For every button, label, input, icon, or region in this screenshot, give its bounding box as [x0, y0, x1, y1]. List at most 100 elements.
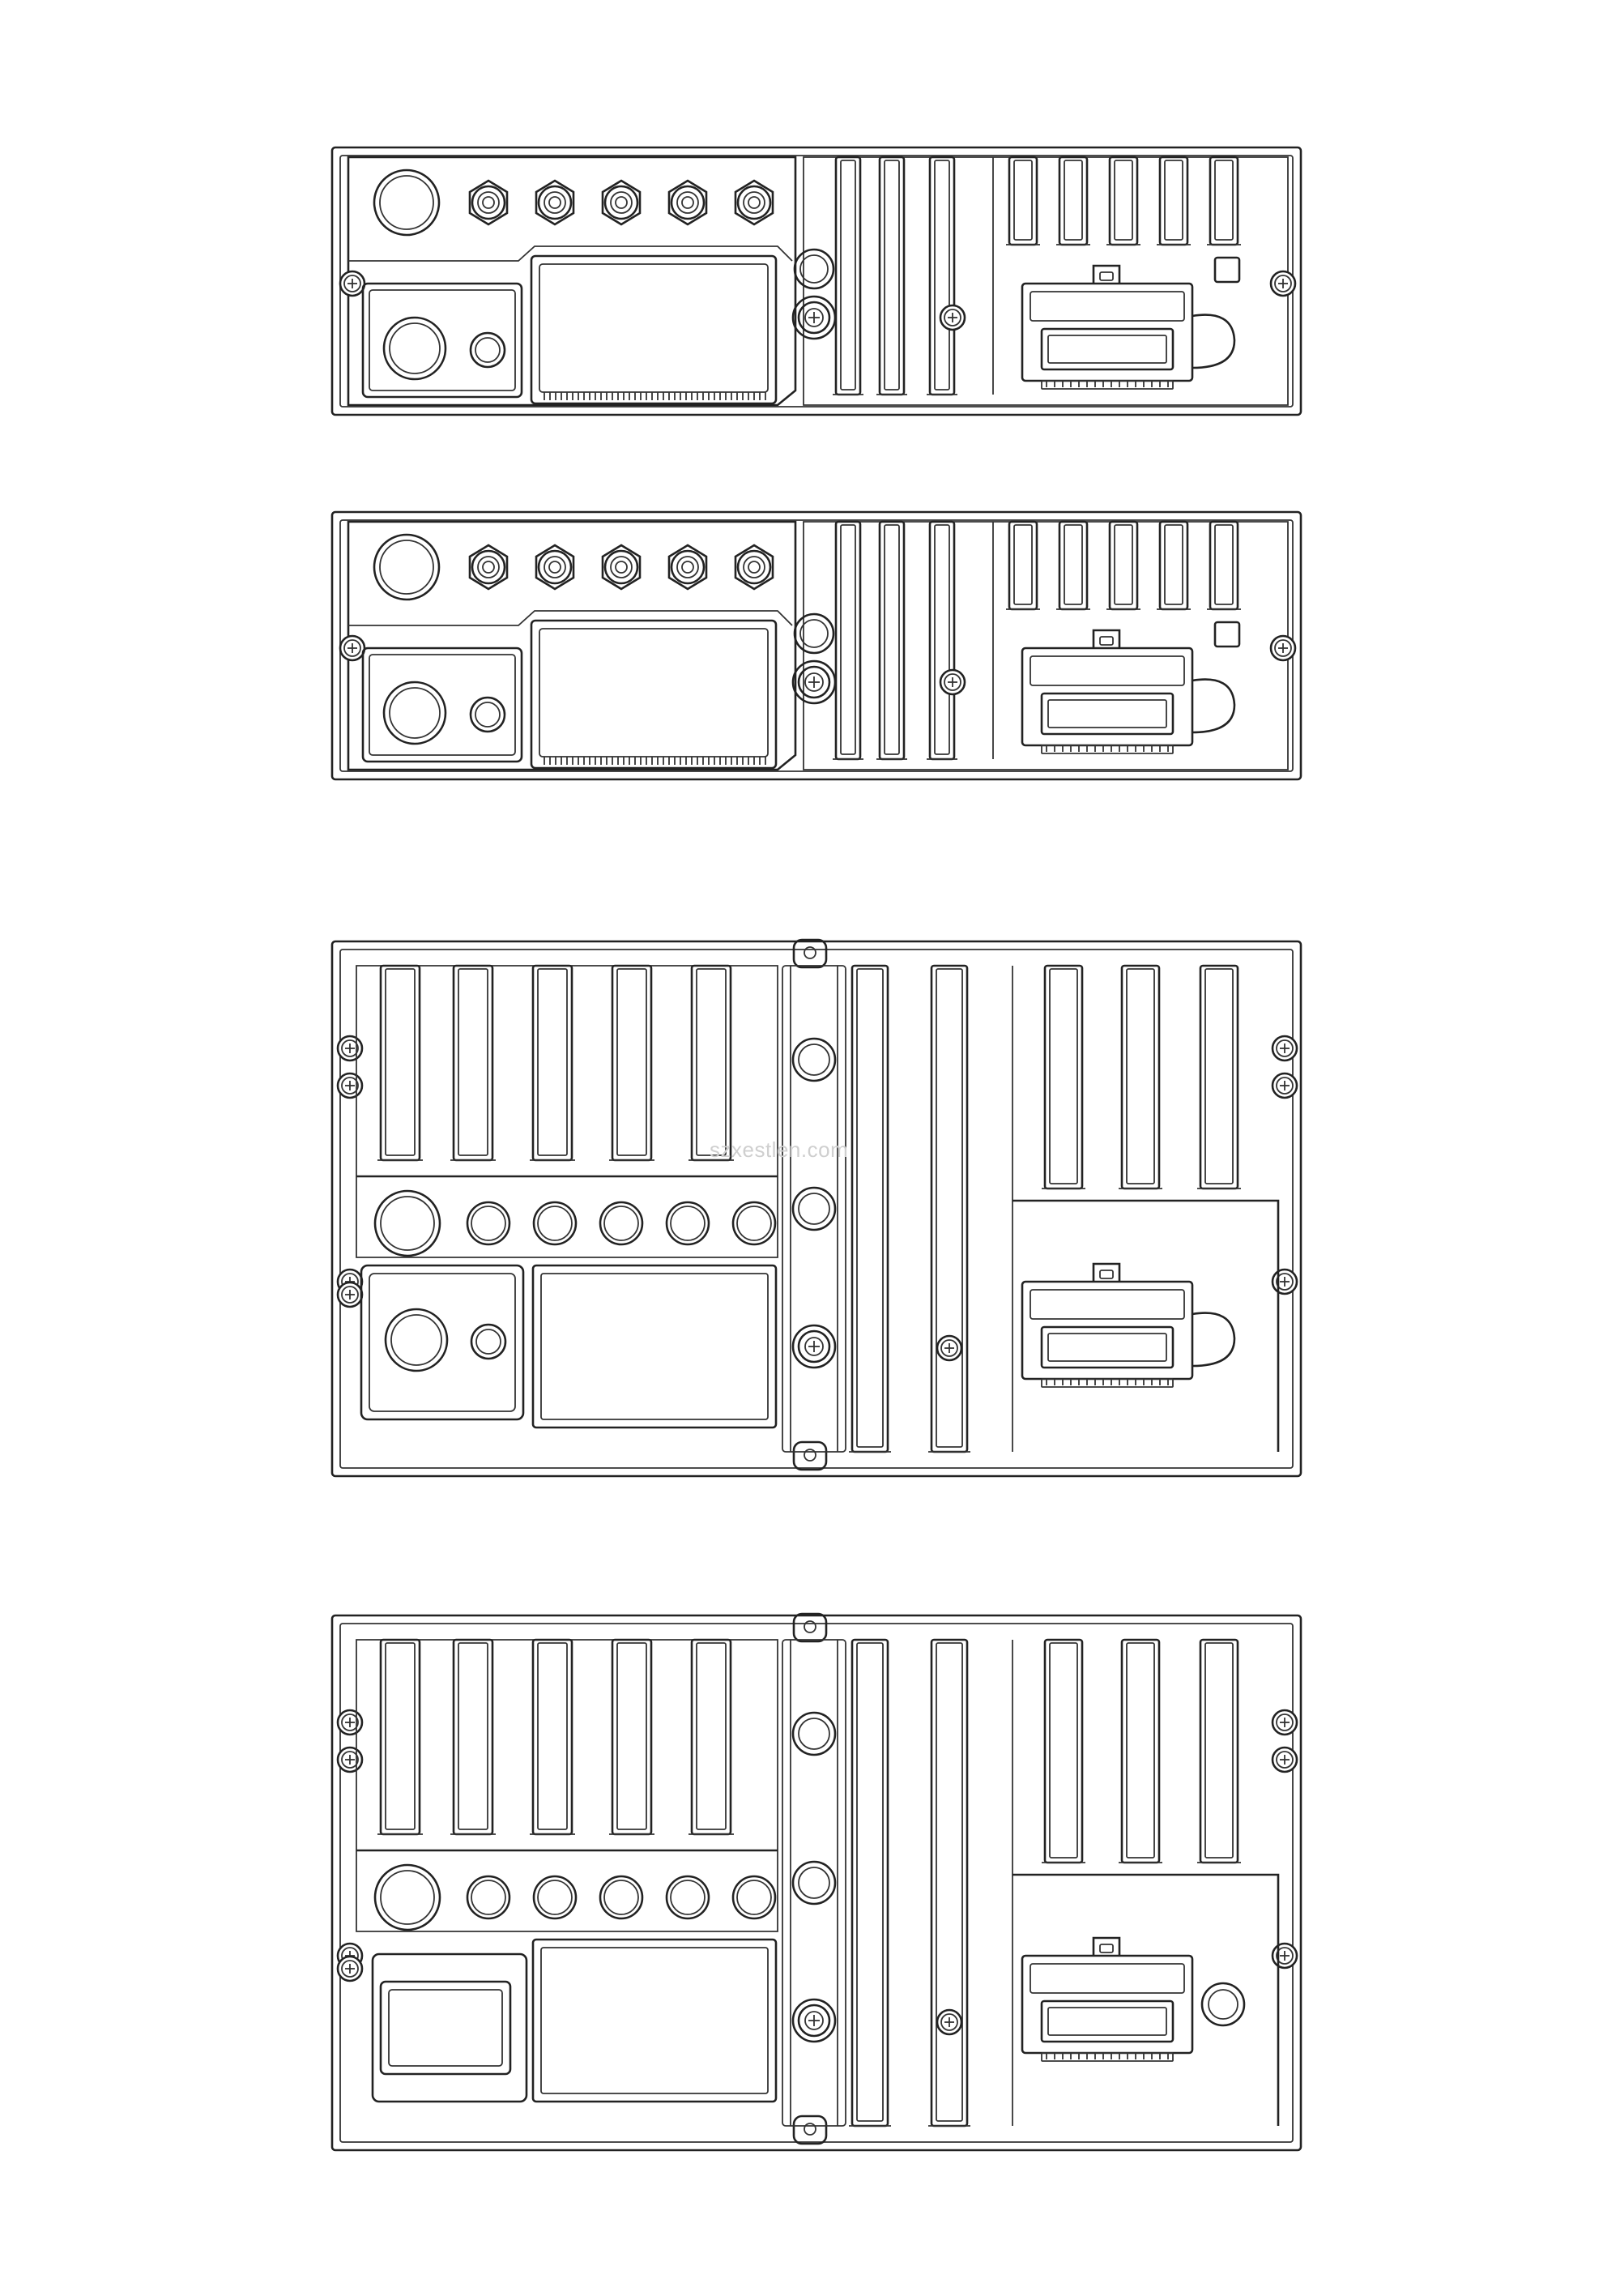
rca-port-2 — [532, 1875, 578, 1920]
chassis-inner-outline — [339, 949, 1294, 1469]
right-long-fin-1 — [849, 964, 891, 1453]
connector-latch-slot — [1099, 1944, 1114, 1953]
panel-step-line — [348, 610, 793, 626]
port-window-pins — [544, 392, 766, 400]
connector-base-pins — [1046, 745, 1169, 752]
connector-bay-outline — [1013, 1873, 1280, 2126]
blank-panel — [531, 1938, 778, 2103]
connector-base — [1041, 380, 1174, 390]
sub-panel — [361, 282, 523, 399]
right-short-fin-2 — [1119, 964, 1162, 1190]
antenna-jack-outer — [373, 1863, 441, 1931]
usb-port-inner — [388, 1989, 503, 2067]
connector-latch — [1092, 264, 1121, 284]
wiring-harness-connector — [1021, 264, 1236, 390]
rca-port-5 — [731, 1201, 777, 1246]
right-short-fin-3 — [1197, 1638, 1241, 1864]
rca-jack-3 — [601, 179, 642, 226]
connector-housing — [1021, 647, 1194, 747]
fin-tall-3 — [927, 520, 957, 761]
left-panel — [339, 520, 797, 771]
sub-panel-outline — [361, 282, 523, 399]
led-hole-outer — [470, 1323, 507, 1360]
spine-hole-2 — [791, 1186, 837, 1231]
port-window-inner — [539, 628, 769, 758]
connector-pin-block — [1047, 2007, 1167, 2036]
connector-housing — [1021, 1954, 1194, 2055]
fuse-socket-outer — [382, 681, 447, 745]
usb-sub-panel — [371, 1952, 528, 2103]
antenna-jack-outer — [373, 169, 441, 237]
connector-upper-row — [1030, 291, 1185, 322]
port-window — [530, 619, 778, 770]
left-fin-5 — [688, 1638, 734, 1836]
connector-base-pins — [1046, 2053, 1169, 2059]
rca-port-5 — [731, 1875, 777, 1920]
chassis-outline — [330, 510, 1302, 781]
blank-panel-inner — [540, 1273, 769, 1420]
chassis-inner-outline — [339, 1623, 1294, 2143]
top-center-notch — [792, 1612, 828, 1643]
rca-port-4 — [665, 1875, 710, 1920]
antenna-jack-inner — [379, 175, 434, 230]
left-fin-bank — [356, 1638, 778, 1932]
mount-hole-inner — [799, 254, 829, 284]
connector-base — [1041, 1378, 1174, 1388]
rca-jack-1 — [468, 544, 509, 591]
fin-tall-1 — [833, 156, 863, 396]
sub-panel-inner — [369, 289, 516, 391]
connector-base-pins — [1046, 381, 1169, 387]
left-fin-4 — [609, 964, 654, 1162]
right-bank-screw — [936, 1334, 963, 1362]
left-fin-3 — [530, 1638, 575, 1836]
rca-jack-1 — [468, 179, 509, 226]
center-spine — [782, 965, 846, 1453]
side-screw-2 — [336, 1072, 364, 1099]
fin-short-5 — [1207, 520, 1241, 611]
mount-hole-outer — [793, 248, 835, 290]
port-window-outline — [530, 254, 778, 405]
port-window-inner — [539, 263, 769, 393]
bottom-center-notch — [792, 1440, 828, 1471]
left-fin-5 — [688, 964, 734, 1162]
connector-latch — [1092, 1262, 1121, 1282]
port-window-pins — [544, 757, 766, 765]
heatsink-screw — [939, 304, 966, 331]
connector-bay-outline — [1013, 1199, 1280, 1452]
fuse-socket-outer — [382, 316, 447, 381]
side-screw-1 — [336, 1709, 364, 1736]
connector-latch — [1092, 1936, 1121, 1956]
right-short-fin-1 — [1042, 964, 1085, 1190]
side-screw-5 — [1271, 1746, 1298, 1773]
right-short-fin-1 — [1042, 1638, 1085, 1864]
antenna-jack-outer — [373, 533, 441, 601]
chassis-outline — [330, 1614, 1302, 2152]
connector-pin-block — [1047, 699, 1167, 728]
wiring-harness-connector — [1021, 1262, 1236, 1388]
drawing-double-din-b — [330, 1612, 1302, 2152]
connector-latch-slot — [1099, 1270, 1114, 1279]
antenna-jack-outer — [373, 1189, 441, 1257]
connector-upper-row — [1030, 1963, 1185, 1994]
left-fin-2 — [450, 964, 496, 1162]
fuse-socket-inner — [390, 1314, 442, 1366]
antenna-jack-inner — [380, 1870, 435, 1925]
connector-pin-block — [1047, 335, 1167, 364]
connector-base-pins — [1046, 1379, 1169, 1385]
left-fin-4 — [609, 1638, 654, 1836]
mounting-screw-right — [1269, 634, 1297, 662]
fin-tall-2 — [876, 156, 907, 396]
led-hole-inner — [475, 702, 501, 728]
spine-body — [782, 1639, 846, 2127]
fuse-socket-outer — [384, 1308, 449, 1372]
fin-tall-3 — [927, 156, 957, 396]
jack-row — [373, 1863, 777, 1931]
side-screw-4 — [1271, 1035, 1298, 1062]
led-hole-inner — [475, 1329, 501, 1355]
jack-row — [373, 1189, 777, 1257]
right-long-fin-2 — [928, 1638, 970, 2127]
connector-latch — [1092, 629, 1121, 648]
connector-housing — [1021, 282, 1194, 382]
